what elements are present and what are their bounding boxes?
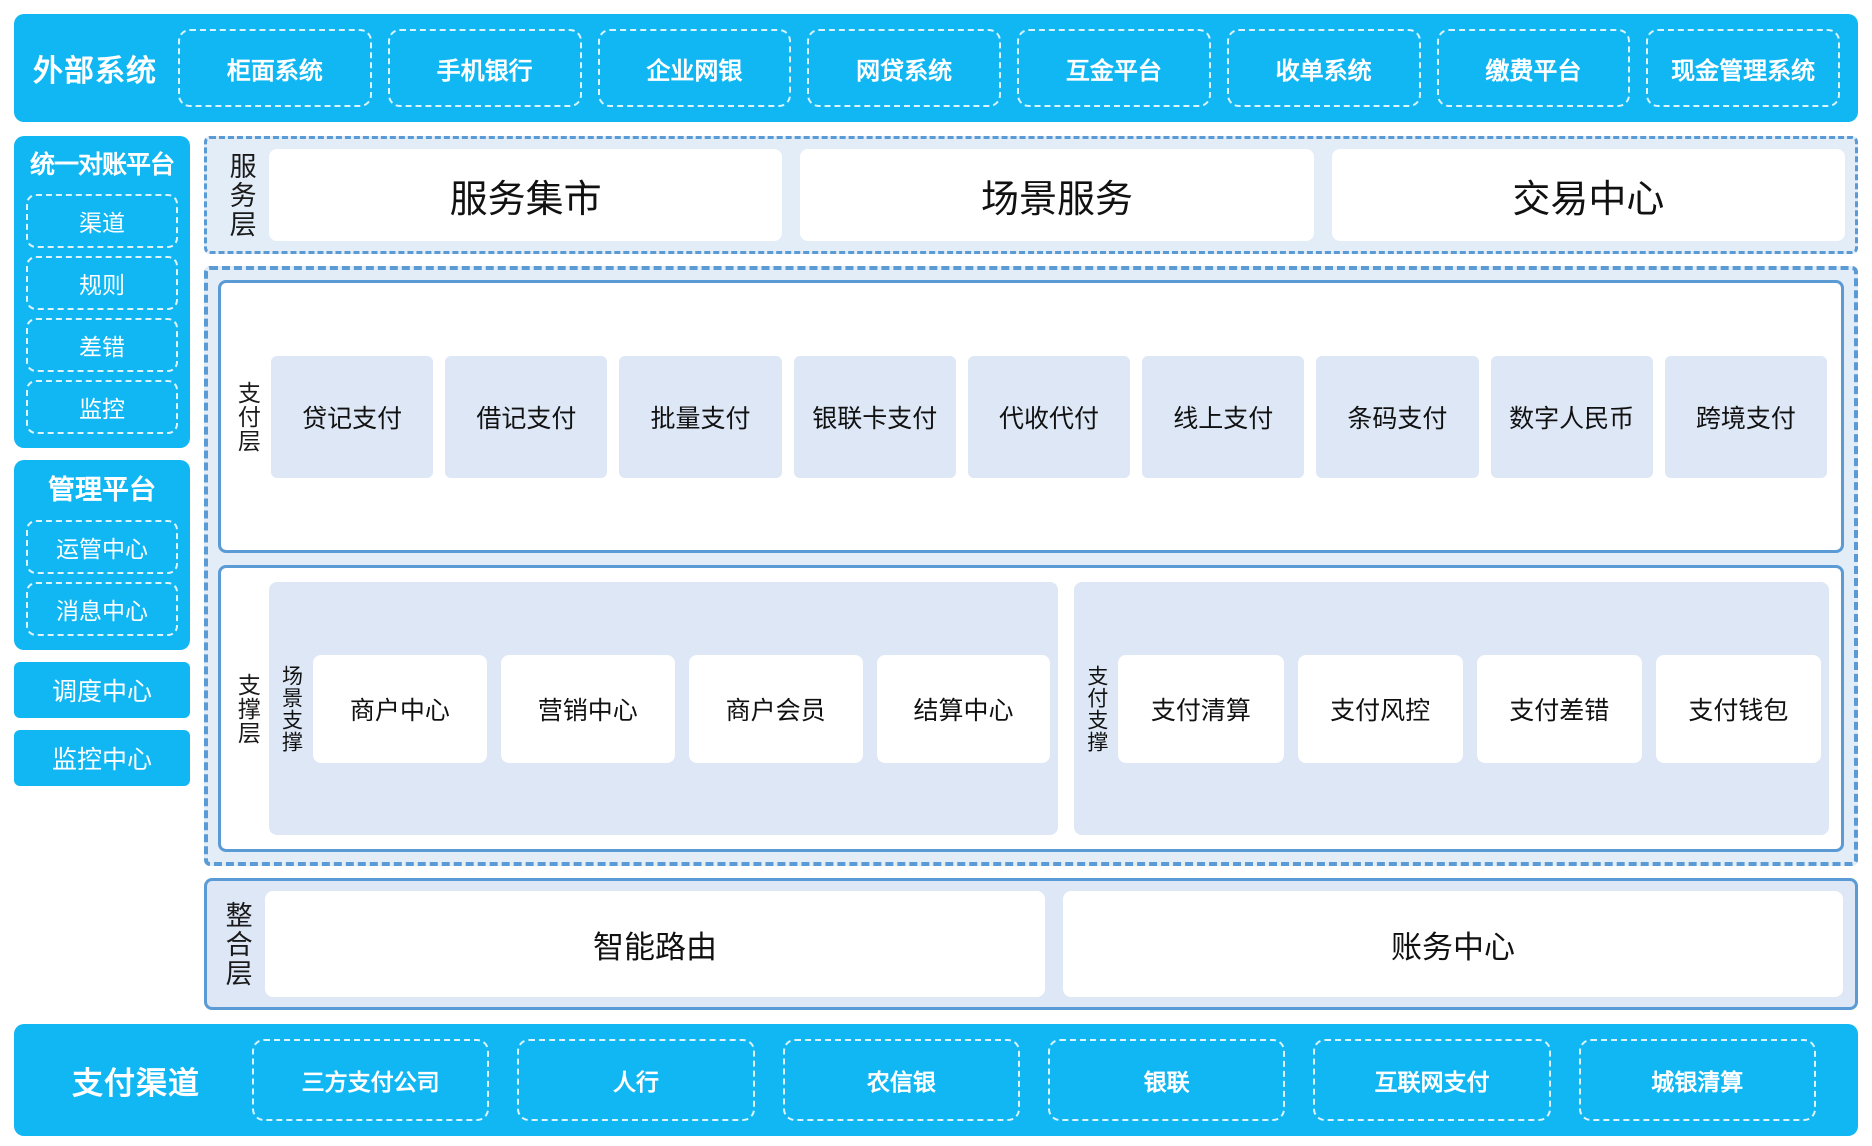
service-layer-label: 服务层 <box>225 151 256 239</box>
payment-channel-item[interactable]: 三方支付公司 <box>252 1039 490 1121</box>
payment-tile-digital-rmb[interactable]: 数字人民币 <box>1490 355 1653 478</box>
support-tile-settlement-center[interactable]: 结算中心 <box>876 654 1051 763</box>
external-system-item[interactable]: 缴费平台 <box>1436 29 1631 107</box>
external-system-item[interactable]: 柜面系统 <box>178 29 372 107</box>
external-system-item[interactable]: 网贷系统 <box>807 29 1001 107</box>
payment-channels-items: 三方支付公司 人行 农信银 银联 互联网支付 城银清算 <box>252 1039 1858 1121</box>
reconciliation-platform-card: 统一对账平台 渠道 规则 差错 监控 <box>14 136 190 448</box>
integration-layer-items: 智能路由 账务中心 <box>259 891 1843 997</box>
payment-tile-credit[interactable]: 贷记支付 <box>271 355 434 478</box>
external-system-item[interactable]: 现金管理系统 <box>1646 29 1840 107</box>
service-layer-items: 服务集市 场景服务 交易中心 <box>263 149 1845 241</box>
scene-support-items: 商户中心 营销中心 商户会员 结算中心 <box>309 588 1051 829</box>
reconciliation-platform-title: 统一对账平台 <box>29 151 175 179</box>
service-card-market[interactable]: 服务集市 <box>269 149 783 241</box>
external-systems-items: 柜面系统 手机银行 企业网银 网贷系统 互金平台 收单系统 缴费平台 现金管理系… <box>170 29 1858 107</box>
payment-layer: 支付层 贷记支付 借记支付 批量支付 银联卡支付 代收代付 线上支付 条码支付 … <box>218 280 1844 553</box>
support-tile-merchant-member[interactable]: 商户会员 <box>688 654 863 763</box>
management-platform-title: 管理平台 <box>48 475 156 505</box>
payment-channel-item[interactable]: 人行 <box>517 1039 755 1121</box>
management-item-message[interactable]: 消息中心 <box>26 582 178 637</box>
payment-tile-barcode[interactable]: 条码支付 <box>1316 355 1479 478</box>
payment-support-items: 支付清算 支付风控 支付差错 支付钱包 <box>1114 588 1821 829</box>
management-platform-card: 管理平台 运管中心 消息中心 <box>14 460 190 651</box>
external-system-item[interactable]: 企业网银 <box>597 29 792 107</box>
layers-column: 服务层 服务集市 场景服务 交易中心 支付层 贷记支付 借记支付 批量支付 银联… <box>204 136 1858 1010</box>
support-tile-marketing-center[interactable]: 营销中心 <box>500 654 675 763</box>
reconciliation-item-rule[interactable]: 规则 <box>26 256 178 310</box>
payment-tile-online[interactable]: 线上支付 <box>1142 355 1305 478</box>
service-card-scene[interactable]: 场景服务 <box>800 149 1314 241</box>
support-layer-label: 支撑层 <box>234 672 261 745</box>
support-tile-merchant-center[interactable]: 商户中心 <box>313 654 487 763</box>
core-layers-wrapper: 支付层 贷记支付 借记支付 批量支付 银联卡支付 代收代付 线上支付 条码支付 … <box>204 266 1858 866</box>
payment-layer-label: 支付层 <box>234 380 261 453</box>
payment-channel-item[interactable]: 农信银 <box>782 1039 1020 1121</box>
support-tile-payment-wallet[interactable]: 支付钱包 <box>1655 654 1821 763</box>
reconciliation-item-channel[interactable]: 渠道 <box>26 194 178 248</box>
integration-card-smart-routing[interactable]: 智能路由 <box>265 891 1045 997</box>
rail-spacer <box>14 798 190 1010</box>
payment-channels-title: 支付渠道 <box>72 1065 200 1101</box>
management-item-operations[interactable]: 运管中心 <box>26 520 178 575</box>
payment-tile-cross-border[interactable]: 跨境支付 <box>1664 355 1827 478</box>
reconciliation-item-monitor[interactable]: 监控 <box>26 380 178 434</box>
service-card-transaction[interactable]: 交易中心 <box>1331 149 1845 241</box>
scene-support-label: 场景支撑 <box>279 664 303 753</box>
support-layer-groups: 场景支撑 商户中心 营销中心 商户会员 结算中心 支付支撑 支付清算 <box>267 574 1831 843</box>
integration-layer: 整合层 智能路由 账务中心 <box>204 878 1858 1010</box>
external-systems-band: 外部系统 柜面系统 手机银行 企业网银 网贷系统 互金平台 收单系统 缴费平台 … <box>14 14 1858 122</box>
reconciliation-item-error[interactable]: 差错 <box>26 318 178 372</box>
payment-tile-debit[interactable]: 借记支付 <box>445 355 608 478</box>
payment-channels-band: 支付渠道 三方支付公司 人行 农信银 银联 互联网支付 城银清算 <box>14 1024 1858 1136</box>
payment-channel-item[interactable]: 城银清算 <box>1578 1039 1816 1121</box>
external-system-item[interactable]: 收单系统 <box>1226 29 1421 107</box>
service-layer: 服务层 服务集市 场景服务 交易中心 <box>204 136 1858 254</box>
scene-support-group: 场景支撑 商户中心 营销中心 商户会员 结算中心 <box>269 582 1059 835</box>
middle-region: 统一对账平台 渠道 规则 差错 监控 管理平台 运管中心 消息中心 调度中心 监… <box>14 136 1858 1010</box>
support-tile-payment-error[interactable]: 支付差错 <box>1476 654 1642 763</box>
payment-channel-item[interactable]: 银联 <box>1047 1039 1286 1121</box>
monitor-center-card[interactable]: 监控中心 <box>14 730 190 787</box>
payment-tile-unionpay-card[interactable]: 银联卡支付 <box>793 355 956 478</box>
dispatch-center-card[interactable]: 调度中心 <box>14 662 190 719</box>
support-tile-payment-clearing[interactable]: 支付清算 <box>1118 654 1284 763</box>
left-rail: 统一对账平台 渠道 规则 差错 监控 管理平台 运管中心 消息中心 调度中心 监… <box>14 136 190 1010</box>
payment-tile-batch[interactable]: 批量支付 <box>619 355 782 478</box>
support-layer: 支撑层 场景支撑 商户中心 营销中心 商户会员 结算中心 <box>218 565 1844 852</box>
payment-tile-collection-payment[interactable]: 代收代付 <box>967 355 1131 478</box>
external-system-item[interactable]: 互金平台 <box>1017 29 1211 107</box>
payment-channel-item[interactable]: 互联网支付 <box>1313 1039 1551 1121</box>
payment-support-label: 支付支撑 <box>1084 664 1108 753</box>
payment-layer-items: 贷记支付 借记支付 批量支付 银联卡支付 代收代付 线上支付 条码支付 数字人民… <box>267 289 1831 544</box>
external-system-item[interactable]: 手机银行 <box>387 29 582 107</box>
integration-card-accounting-center[interactable]: 账务中心 <box>1063 891 1843 997</box>
support-tile-payment-riskcontrol[interactable]: 支付风控 <box>1297 654 1463 763</box>
integration-layer-label: 整合层 <box>221 900 252 988</box>
external-systems-title: 外部系统 <box>33 55 157 88</box>
payment-support-group: 支付支撑 支付清算 支付风控 支付差错 支付钱包 <box>1074 582 1829 835</box>
